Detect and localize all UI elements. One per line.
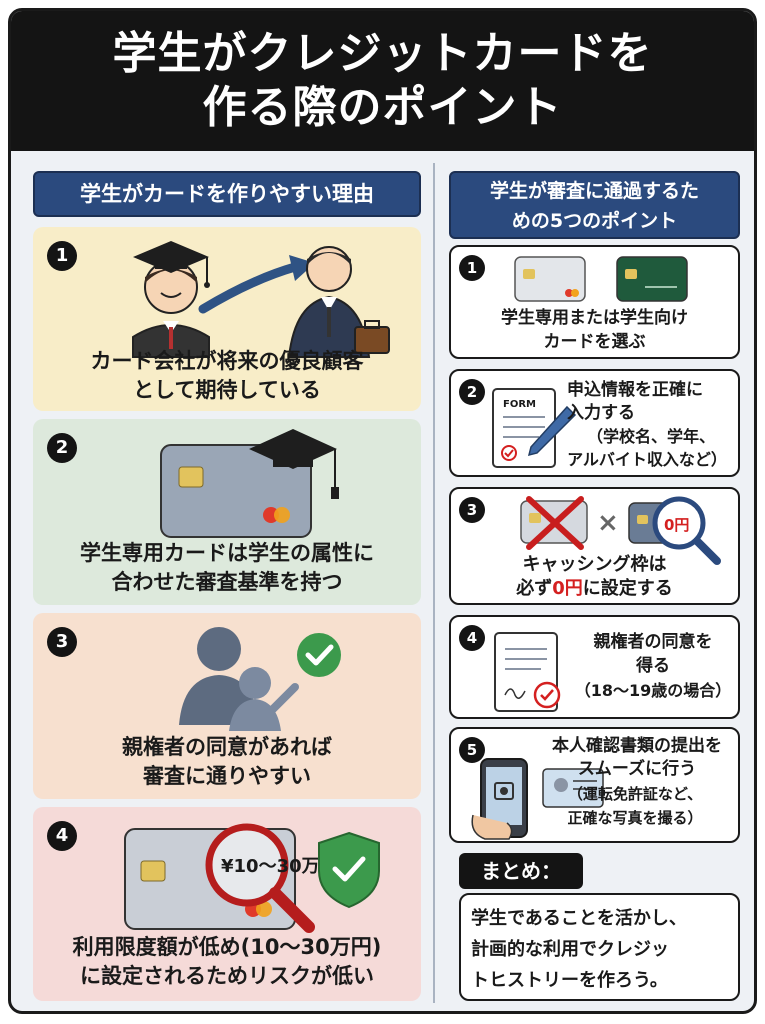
point-4-text-line3: （18〜19歳の場合） — [574, 681, 732, 700]
consent-document-illustration — [494, 632, 561, 712]
reason-number-1: 1 — [47, 241, 77, 271]
point-2-text-line3: （学校名、学年、 — [586, 427, 715, 446]
student-to-businessman-illustration — [132, 241, 390, 358]
point-3-text-zero: 0円 — [552, 578, 583, 599]
point-4-text-line2: 得る — [636, 656, 670, 676]
reason-1-text-line1: カード会社が将来の優良顧客 — [90, 349, 364, 373]
summary-box: 学生であることを活かし、 計画的な利用でクレジッ トヒストリーを作ろう。 — [459, 893, 740, 1001]
point-number-2: 2 — [459, 379, 485, 405]
times-sign-icon: × — [597, 508, 619, 538]
reason-4-text-line2: に設定されるためリスクが低い — [80, 964, 374, 988]
reason-2-text-line1: 学生専用カードは学生の属性に — [80, 541, 374, 565]
summary-label: まとめ： — [459, 853, 583, 889]
smartphone-camera-icon — [471, 758, 604, 840]
point-5-text-line4: 正確な写真を撮る） — [567, 809, 703, 827]
point-number-1: 1 — [459, 255, 485, 281]
businessman-icon — [287, 246, 390, 358]
credit-card-icon — [514, 256, 586, 302]
point-card-3: 3 × 0円 キャッシング枠は 必ず0円に設定する — [449, 487, 740, 605]
point-2-text-line4: アルバイト収入など） — [567, 450, 727, 469]
cashing-zero-illustration: × 0円 — [520, 496, 721, 565]
point-3-text-line1: キャッシング枠は — [522, 554, 667, 575]
point-5-text-line3: （運転免許証など、 — [567, 785, 703, 803]
parent-consent-illustration — [179, 627, 341, 731]
column-divider — [433, 163, 435, 1003]
reason-number-2: 2 — [47, 433, 77, 463]
parent-child-icon — [179, 627, 299, 731]
title-header: 学生がクレジットカードを 作る際のポイント — [11, 11, 754, 151]
shield-check-icon — [318, 831, 380, 909]
reason-3-text-line2: 審査に通りやすい — [143, 764, 311, 788]
point-1-text-line2: カードを選ぶ — [543, 332, 646, 352]
credit-card-icon — [616, 256, 688, 302]
graduation-cap-icon — [249, 429, 339, 499]
graduation-cap-icon — [133, 241, 210, 288]
point-number-5: 5 — [459, 737, 485, 763]
point-4-text-line1: 親権者の同意を — [593, 632, 713, 652]
reason-2-text-line2: 合わせた審査基準を持つ — [111, 570, 343, 594]
reason-3-text-line1: 親権者の同意があれば — [122, 735, 332, 759]
right-heading-line1: 学生が審査に通過するた — [489, 180, 699, 202]
check-circle-icon — [297, 633, 341, 677]
reason-1-text-line2: として期待している — [133, 378, 321, 402]
credit-card-icon — [160, 444, 312, 538]
zero-yen-label: 0円 — [664, 516, 689, 534]
student-icon — [132, 260, 210, 358]
point-5-text-line1: 本人確認書類の提出を — [552, 736, 722, 756]
point-3-text-part-a: 必ず — [516, 578, 553, 599]
id-photo-illustration — [471, 758, 604, 840]
student-cards-illustration — [514, 256, 688, 302]
reason-card-1: 1 — [33, 227, 421, 411]
left-section-heading: 学生がカードを作りやすい理由 — [33, 171, 421, 217]
point-number-3: 3 — [459, 497, 485, 523]
point-card-4: 4 親権者の同意を 得る （18〜19歳の場合） — [449, 615, 740, 719]
point-card-1: 1 学生専用または学生向け カードを選ぶ — [449, 245, 740, 359]
reason-number-4: 4 — [47, 821, 77, 851]
right-heading-line2: めの5つのポイント — [511, 210, 678, 232]
point-card-5: 5 本人確認書類の提出を スムーズに行う （運転免許証など、 正確な写真を撮る） — [449, 727, 740, 843]
reason-card-3: 3 親権者の同意があれば 審査に通りやすい — [33, 613, 421, 799]
infographic-frame: 学生がクレジットカードを 作る際のポイント 学生がカードを作りやすい理由 1 — [8, 8, 757, 1014]
point-2-text-line2: 入力する — [567, 403, 635, 423]
title-line-2: 作る際のポイント — [202, 82, 563, 133]
reason-number-3: 3 — [47, 627, 77, 657]
point-5-text-line2: スムーズに行う — [577, 759, 697, 779]
summary-line-2: 計画的な利用でクレジッ — [471, 939, 669, 960]
point-2-text-line1: 申込情報を正確に — [567, 380, 703, 400]
form-pen-icon — [492, 388, 577, 468]
arrow-icon — [198, 262, 300, 314]
magnifier-icon — [652, 496, 721, 565]
point-3-text-part-c: に設定する — [582, 578, 673, 599]
form-label: FORM — [503, 399, 536, 410]
reason-card-2: 2 学生専用カードは学生の属性に 合わせた審査基準を持つ — [33, 419, 421, 605]
magnifier-icon — [205, 823, 315, 933]
form-illustration: FORM — [492, 388, 577, 468]
document-seal-icon — [494, 632, 561, 712]
right-section-heading: 学生が審査に通過するた めの5つのポイント — [449, 171, 740, 239]
point-card-2: 2 FORM 申込情報を正確に 入力する （学校名、学年、 アルバイト収入など） — [449, 369, 740, 477]
reason-4-text-line1: 利用限度額が低め(10〜30万円) — [72, 935, 382, 959]
low-limit-illustration: ¥10〜30万 — [124, 823, 380, 933]
point-1-text-line1: 学生専用または学生向け — [501, 308, 688, 328]
limit-amount-label: ¥10〜30万 — [221, 856, 320, 877]
point-3-text-line2: 必ず0円に設定する — [451, 577, 738, 600]
cross-icon — [526, 496, 584, 550]
reason-card-4: 4 ¥10〜30万 利用限度額が低め(10〜30万円) に設定されるためリスクが… — [33, 807, 421, 1001]
title-line-1: 学生がクレジットカードを — [112, 28, 653, 79]
summary-line-3: トヒストリーを作ろう。 — [471, 970, 668, 991]
point-number-4: 4 — [459, 625, 485, 651]
summary-line-1: 学生であることを活かし、 — [471, 908, 687, 929]
student-card-illustration — [160, 429, 339, 538]
